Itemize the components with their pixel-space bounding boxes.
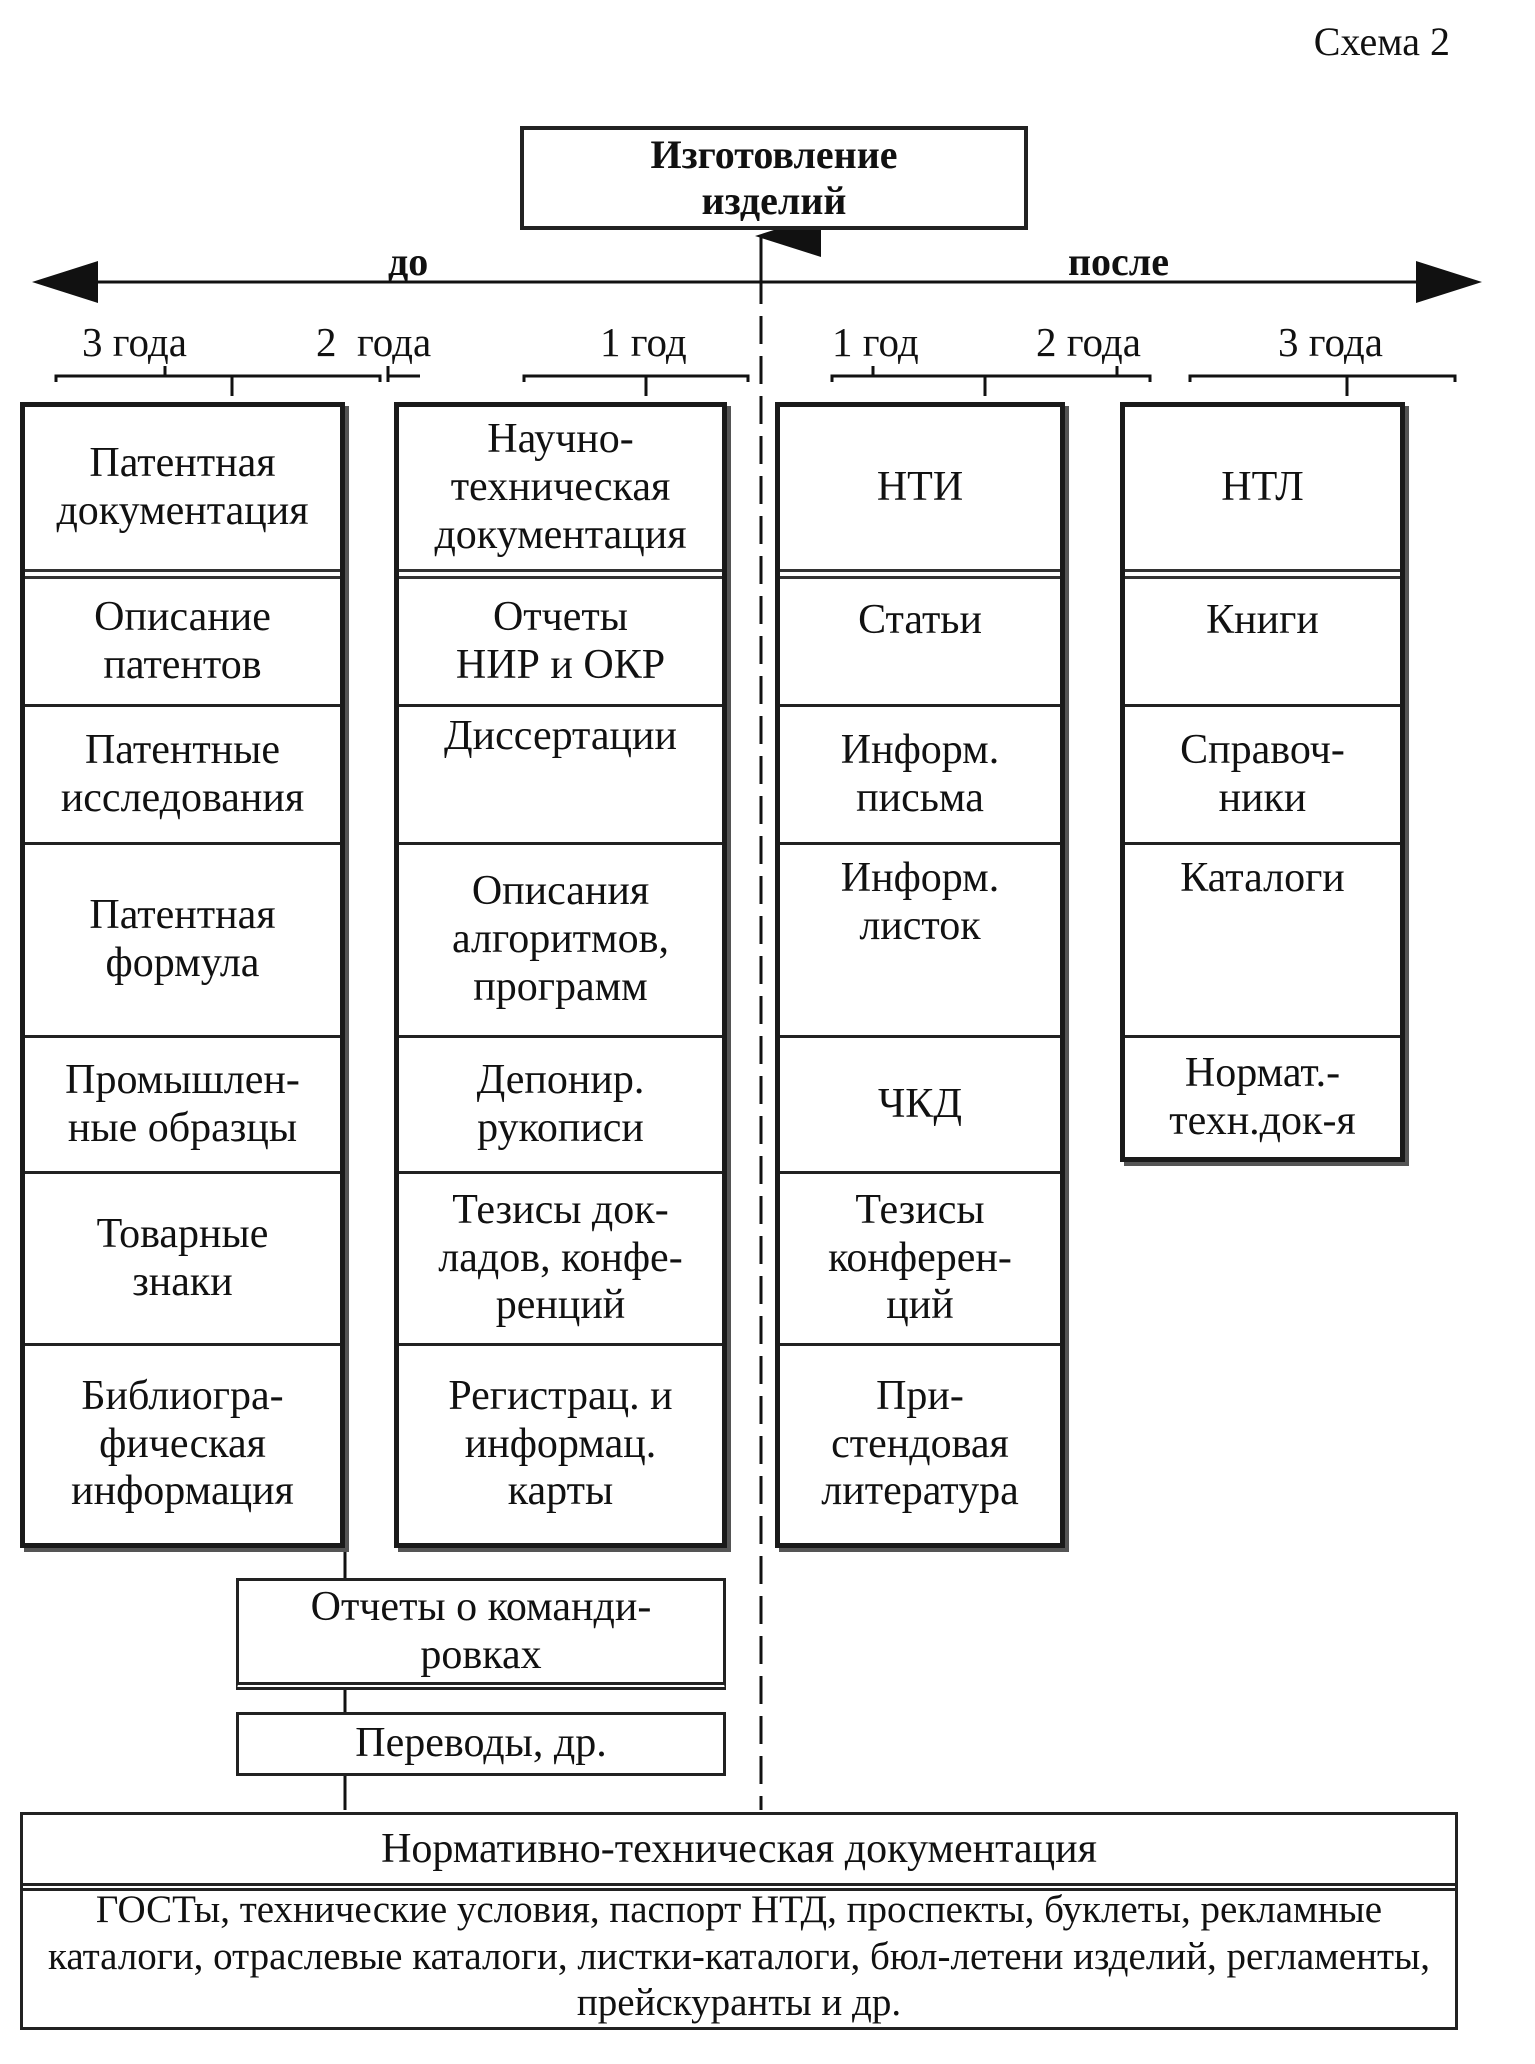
- column-ntl: НТЛ Книги Справоч- ники Каталоги Нормат.…: [1120, 402, 1405, 1162]
- column-patent: Патентная документация Описание патентов…: [20, 402, 345, 1548]
- column-item: Депонир. рукописи: [399, 1035, 722, 1171]
- column-item: Отчеты НИР и ОКР: [399, 569, 722, 704]
- column-item: Регистрац. и информац. карты: [399, 1343, 722, 1543]
- column-header: НТЛ: [1221, 464, 1304, 511]
- axis-label-before: до: [388, 239, 429, 284]
- column-item: Описание патентов: [25, 569, 340, 704]
- period-bracket: [522, 374, 750, 382]
- normative-box: Нормативно-техническая документация ГОСТ…: [20, 1812, 1458, 2030]
- period-label: 3 года: [1278, 319, 1383, 365]
- column-item: Каталоги: [1125, 842, 1400, 1035]
- scheme-label: Схема 2: [1313, 19, 1450, 64]
- column-item: Тезисы конферен- ций: [780, 1171, 1060, 1343]
- top-box: Изготовление изделий: [520, 126, 1028, 230]
- column-item: Нормат.- техн.док-я: [1125, 1035, 1400, 1157]
- axis-label-after: после: [1068, 239, 1169, 284]
- column-header: Научно- техническая документация: [434, 416, 687, 558]
- period-bracket: [830, 374, 1152, 382]
- period-label: 1 год: [832, 319, 919, 365]
- column-item: Информ. письма: [780, 704, 1060, 842]
- period-bracket: [54, 374, 382, 382]
- column-item: Информ. листок: [780, 842, 1060, 1035]
- column-header: Патентная документация: [56, 440, 309, 534]
- column-item: Статьи: [780, 569, 1060, 704]
- normative-title: Нормативно-техническая документация: [23, 1815, 1455, 1891]
- column-item: Библиогра- фическая информация: [25, 1343, 340, 1543]
- column-header: НТИ: [876, 464, 964, 511]
- column-item: Справоч- ники: [1125, 704, 1400, 842]
- column-scientific: Научно- техническая документация Отчеты …: [394, 402, 727, 1548]
- reports-box: Отчеты о команди- ровках: [236, 1578, 726, 1690]
- period-bracket: [1188, 374, 1457, 382]
- column-item: Патентная формула: [25, 842, 340, 1035]
- column-item: При- стендовая литература: [780, 1343, 1060, 1543]
- column-item: Товарные знаки: [25, 1171, 340, 1343]
- period-label: 2 года: [316, 319, 432, 365]
- column-item: Патентные исследования: [25, 704, 340, 842]
- period-bracket: [386, 374, 420, 382]
- period-label: 3 года: [82, 319, 187, 365]
- normative-text: ГОСТы, технические условия, паспорт НТД,…: [47, 1887, 1430, 2025]
- column-nti: НТИ Статьи Информ. письма Информ. листок…: [775, 402, 1065, 1548]
- column-item: ЧКД: [780, 1035, 1060, 1171]
- column-item: Описания алгоритмов, программ: [399, 842, 722, 1035]
- column-item: Диссертации: [399, 704, 722, 842]
- period-label: 2 года: [1036, 319, 1141, 365]
- column-item: Промышлен- ные образцы: [25, 1035, 340, 1171]
- column-item: Книги: [1125, 569, 1400, 704]
- translations-box: Переводы, др.: [236, 1712, 726, 1776]
- period-label: 1 год: [600, 319, 687, 365]
- column-item: Тезисы док- ладов, конфе- ренций: [399, 1171, 722, 1343]
